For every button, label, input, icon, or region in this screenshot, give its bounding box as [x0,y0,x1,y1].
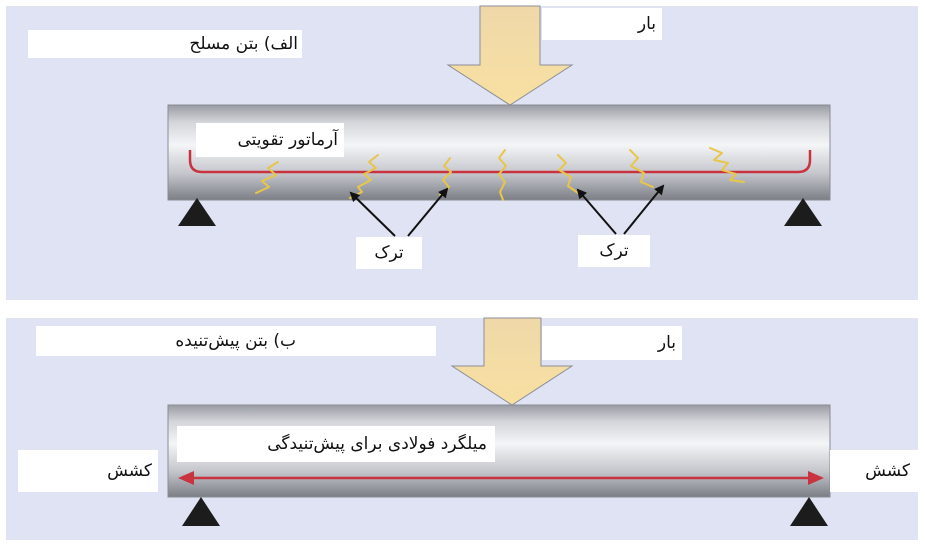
load-arrow-b [450,317,574,406]
support-right-b [790,497,828,526]
panel-a-title: الف) بتن مسلح [28,30,302,58]
support-right-a [784,198,822,226]
tension-label-right: کشش [830,450,920,492]
crack-7 [709,147,745,183]
load-label-b: بار [542,326,682,360]
tendon-label: میلگرد فولادی برای پیش‌تنیدگی [177,426,495,462]
crack-4 [498,149,507,201]
rebar-label: آرماتور تقویتی [196,123,344,157]
pointer-arrow-1 [349,191,396,237]
load-arrow-a [446,5,574,106]
crack-label-right: ترک [578,235,650,267]
panel-divider [6,300,918,318]
crack-5 [557,154,579,194]
support-left-b [182,497,220,526]
crack-pointers [349,184,665,237]
crack-6 [629,149,654,188]
tendon-head-left [178,471,194,485]
crack-1 [255,161,279,194]
load-label-a: بار [542,8,662,40]
tendon-head-right [808,471,824,485]
crack-2 [349,154,379,199]
pointer-arrow-3 [576,188,617,235]
pointer-arrow-2 [407,187,449,237]
support-left-a [178,198,216,226]
tension-label-left: کشش [18,450,158,492]
panel-b-title: ب) بتن پیش‌تنیده [36,326,436,356]
pointer-arrow-4 [623,184,665,235]
crack-label-left: ترک [356,237,422,269]
